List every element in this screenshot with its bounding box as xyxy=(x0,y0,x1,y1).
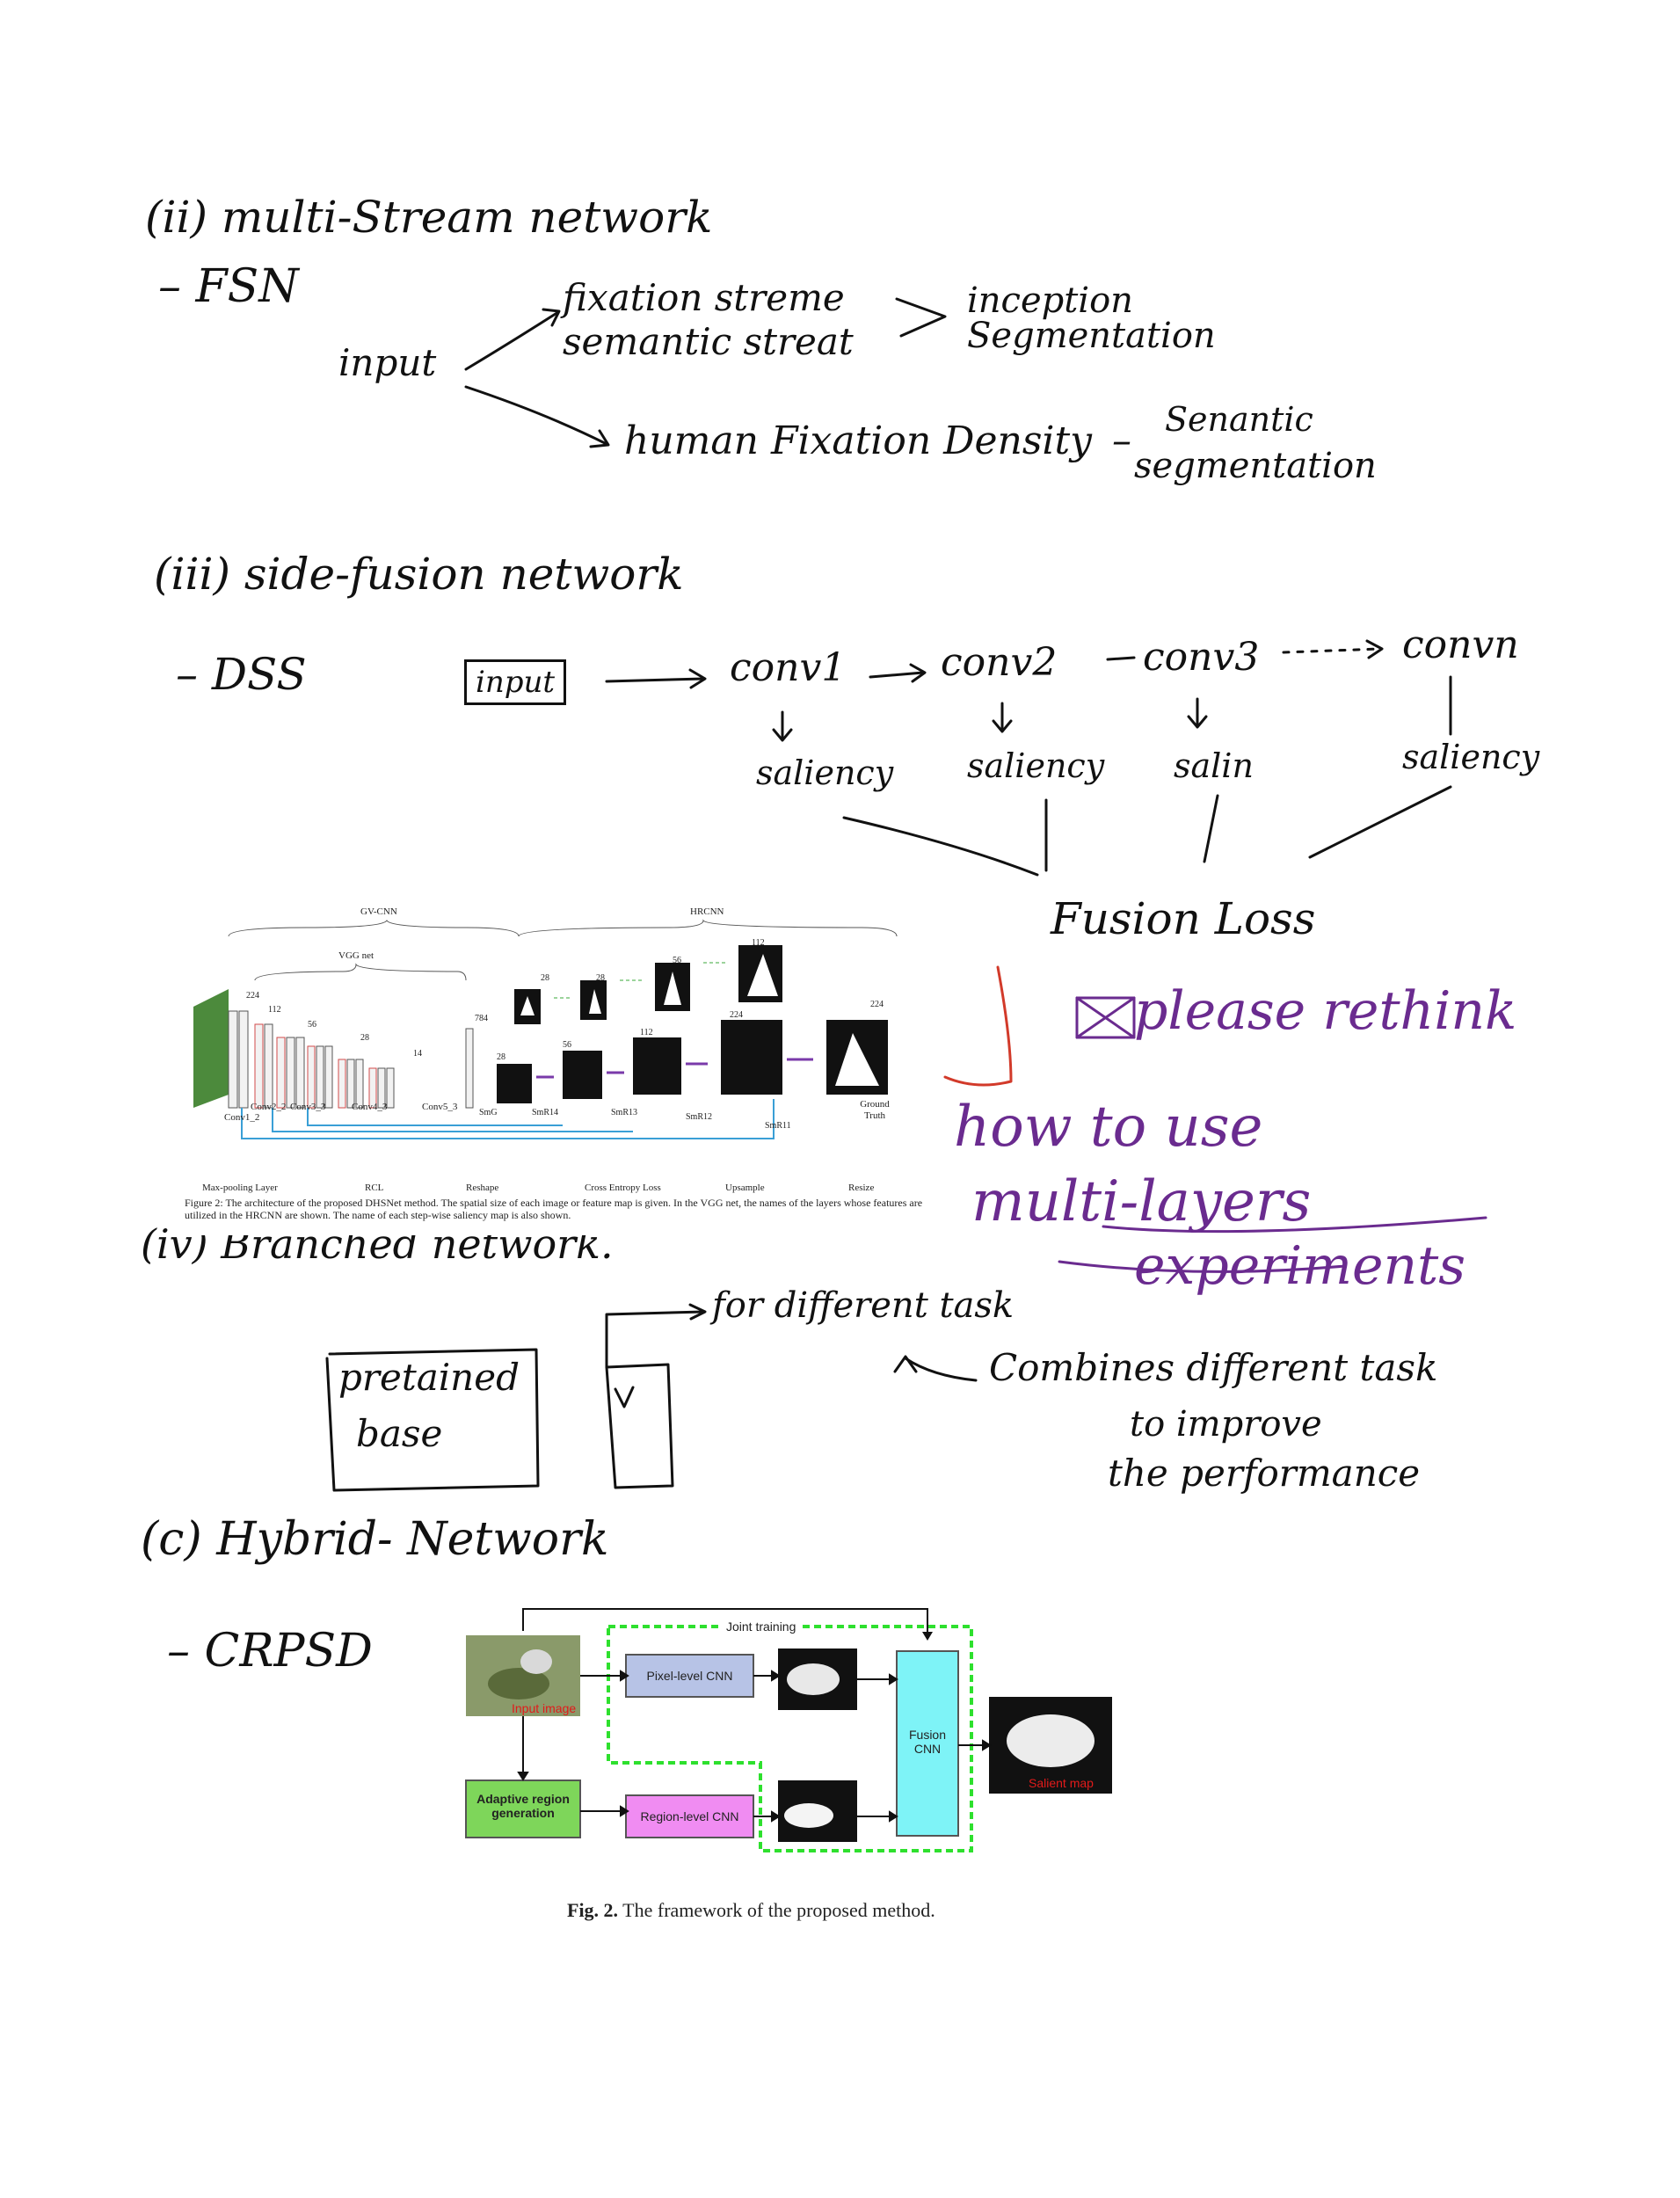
dhs-dim-224: 224 xyxy=(246,991,259,1001)
dhs-dim-28b: 28 xyxy=(541,973,549,983)
pretrained-box xyxy=(325,1348,540,1492)
label-saliency-2: saliency xyxy=(967,746,1105,785)
dhs-dim-224b: 224 xyxy=(870,1000,884,1009)
label-human-fixation: human Fixation Density xyxy=(624,418,1093,463)
dhsnet-diagram xyxy=(193,919,898,1139)
dhs-dim-112b: 112 xyxy=(752,938,765,948)
dhs-sm-g: SmG xyxy=(479,1108,498,1117)
figure-crpsd: Joint training Pixel-level CNN Region-le… xyxy=(457,1600,1125,1969)
crpsd-fusion-cnn: Fusion CNN xyxy=(908,1728,947,1757)
dhs-dim-224c: 224 xyxy=(730,1010,743,1020)
label-fusion-loss: Fusion Loss xyxy=(1051,893,1316,944)
arrow-input-fixation xyxy=(464,310,560,371)
dhs-conv1: Conv1_2 xyxy=(224,1112,260,1123)
dhs-legend-upsample: Upsample xyxy=(725,1183,765,1193)
comment-experiments: experiments xyxy=(1134,1235,1466,1297)
heading-hybrid: (c) Hybrid- Network xyxy=(141,1513,609,1566)
dhs-caption: Figure 2: The architecture of the propos… xyxy=(185,1197,923,1221)
dhs-dim-28d: 28 xyxy=(497,1052,505,1062)
heading-multi-stream: (ii) multi-Stream network xyxy=(145,192,713,243)
dhs-conv3: Conv3_3 xyxy=(290,1102,326,1112)
comment-how-to-use: how to use xyxy=(954,1095,1263,1160)
dhs-conv5: Conv5_3 xyxy=(422,1102,458,1112)
crpsd-adaptive-region: Adaptive region generation xyxy=(476,1792,570,1821)
dhs-dim-56: 56 xyxy=(308,1020,316,1030)
crpsd-diagram xyxy=(465,1608,1112,1852)
crpsd-pixel-cnn: Pixel-level CNN xyxy=(646,1669,733,1683)
crpsd-caption-text: The framework of the proposed method. xyxy=(622,1899,935,1921)
crpsd-joint-training: Joint training xyxy=(723,1619,800,1634)
heading-side-fusion: (iii) side-fusion network xyxy=(154,549,684,600)
dhs-sm-r11: SmR11 xyxy=(765,1121,791,1131)
label-semantic-stream: semantic streat xyxy=(563,320,854,363)
label-crpsd: – CRPSD xyxy=(167,1625,373,1678)
dhs-hrcnn: HRCNN xyxy=(690,906,724,917)
bracket-inception xyxy=(895,297,947,338)
dhs-sm-r13: SmR13 xyxy=(611,1108,638,1117)
dhs-dim-56c: 56 xyxy=(563,1040,571,1050)
dhs-sm-r12: SmR12 xyxy=(686,1112,713,1122)
label-dss: – DSS xyxy=(176,649,307,700)
label-for-different: for different task xyxy=(712,1285,1015,1326)
label-semantic-seg-1: Senantic xyxy=(1165,400,1313,439)
crpsd-caption-label: Fig. 2. xyxy=(567,1899,619,1921)
figure-dhsnet: GV-CNN HRCNN VGG net 224 112 56 28 14 78… xyxy=(176,901,932,1235)
dhs-dim-784: 784 xyxy=(475,1014,488,1023)
label-semantic-seg-2: segmentation xyxy=(1134,446,1377,486)
dhs-dim-28c: 28 xyxy=(596,973,605,983)
label-conv3: conv3 xyxy=(1143,635,1260,680)
label-semantic-seg-dash: – xyxy=(1112,418,1131,463)
dhs-legend-resize: Resize xyxy=(848,1183,875,1193)
dhs-ground-truth: Ground Truth xyxy=(860,1099,890,1121)
dhs-gv-cnn: GV-CNN xyxy=(360,906,397,917)
dhs-legend-rcl: RCL xyxy=(365,1183,384,1193)
crpsd-salient-map: Salient map xyxy=(1029,1776,1094,1790)
label-fixation-stream: fixation streme xyxy=(563,276,845,319)
label-saliency-4: saliency xyxy=(1402,738,1540,776)
dhs-sm-r14: SmR14 xyxy=(532,1108,559,1117)
label-combines-2: to improve xyxy=(1130,1404,1322,1445)
comment-multi-layers: multi-layers xyxy=(971,1169,1312,1234)
label-saliency-1: saliency xyxy=(756,753,894,792)
dhs-dim-112: 112 xyxy=(268,1005,281,1015)
label-conv1: conv1 xyxy=(730,645,847,690)
arrow-input-human xyxy=(464,385,608,446)
label-convn: convn xyxy=(1402,622,1519,667)
label-combines-1: Combines different task xyxy=(989,1346,1438,1389)
crpsd-caption: Fig. 2. The framework of the proposed me… xyxy=(567,1899,935,1921)
crpsd-region-cnn: Region-level CNN xyxy=(640,1809,739,1823)
crpsd-input-image: Input image xyxy=(512,1701,577,1715)
dhs-dim-112c: 112 xyxy=(640,1028,653,1037)
label-segmentation: Segmentation xyxy=(967,316,1216,356)
dhs-dim-28: 28 xyxy=(360,1033,369,1043)
label-fsn: – FSN xyxy=(158,260,299,313)
label-pretrained-1: pretained xyxy=(338,1356,520,1399)
dhs-legend-maxpool: Max-pooling Layer xyxy=(202,1183,278,1193)
dhs-legend-ce: Cross Entropy Loss xyxy=(585,1183,661,1193)
dhs-dim-56b: 56 xyxy=(673,956,681,965)
label-combines-3: the performance xyxy=(1108,1452,1421,1495)
dhs-dim-14: 14 xyxy=(413,1049,422,1059)
dhs-legend-reshape: Reshape xyxy=(466,1183,499,1193)
label-pretrained-2: base xyxy=(356,1412,443,1455)
dhs-vgg-net: VGG net xyxy=(338,950,375,961)
label-fsn-input: input xyxy=(338,341,437,384)
branch-box xyxy=(605,1363,674,1489)
label-dss-input: input xyxy=(464,659,567,705)
label-saliency-3: salin xyxy=(1174,746,1254,785)
comment-rethink: please rethink xyxy=(1134,980,1517,1042)
label-inception: inception xyxy=(967,280,1133,321)
label-conv2: conv2 xyxy=(941,640,1058,685)
dhs-conv4: Conv4_3 xyxy=(352,1102,388,1112)
dhs-conv2: Conv2_2 xyxy=(251,1102,287,1112)
arrow-input-conv1 xyxy=(605,677,705,683)
